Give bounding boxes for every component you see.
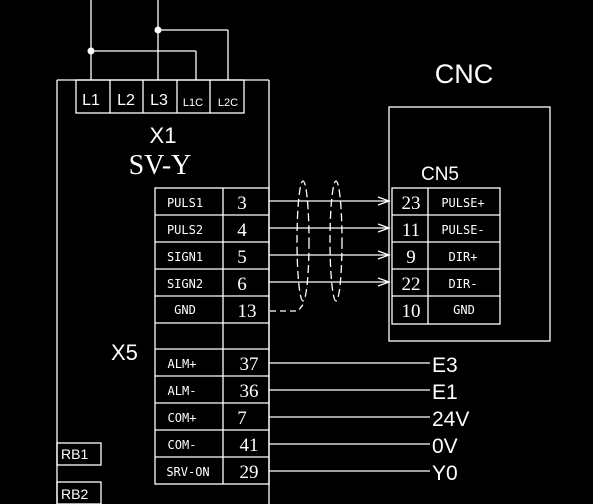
dest-0v: 0V [432,435,458,458]
x5-label-gnd: GND [174,303,196,317]
cn5-pin-22: 22 [402,274,421,295]
terminal-l2c: L2C [218,97,238,109]
x5-pin-5: 5 [237,247,247,268]
cn5-pin-11: 11 [402,220,420,241]
signal-wires [269,196,391,312]
x5-pin-7: 7 [237,408,247,429]
terminal-rb2: RB2 [61,486,88,502]
dest-24v: 24V [432,408,469,431]
dest-e1: E1 [432,381,458,404]
x5-label-com-minus: COM- [168,438,197,452]
dest-e3: E3 [432,354,458,377]
x5-pin-36: 36 [240,381,259,402]
cn5-pin-9: 9 [406,247,416,268]
terminal-l1: L1 [82,92,100,109]
cn5-label-gnd: GND [453,303,475,317]
cn5-pin-23: 23 [402,193,421,214]
x5-terminal-block: PULS1 3 PULS2 4 SIGN1 5 SIGN2 6 GND 13 A… [154,187,270,485]
x5-pin-37: 37 [240,354,259,375]
dest-y0: Y0 [432,462,458,485]
connector-x1-label: X1 [150,123,177,148]
cn5-label-pulse-minus: PULSE- [441,223,484,237]
x5-label-sign1: SIGN1 [167,250,203,264]
supply-lines [87,0,229,80]
x5-label-alm-minus: ALM- [168,384,197,398]
cnc-controller: CNC CN5 23 PULSE+ 11 PULSE- 9 DIR+ 22 DI… [388,59,551,342]
io-wires: E3 E1 24V 0V Y0 [269,354,469,485]
terminal-rb1: RB1 [61,446,88,462]
terminal-l2: L2 [117,92,135,109]
x5-pin-4: 4 [237,220,247,241]
connector-x5-label: X5 [111,340,138,365]
power-terminal-block: L1 L2 L3 L1C L2C [75,79,245,114]
cn5-label: CN5 [421,164,459,185]
x5-pin-3: 3 [237,193,247,214]
x5-label-srv-on: SRV-ON [166,465,209,479]
x5-label-puls1: PULS1 [167,196,203,210]
shield-markers [296,180,343,302]
x5-label-alm-plus: ALM+ [168,357,197,371]
drive-model-label: SV-Y [129,150,192,181]
cn5-label-dir-plus: DIR+ [449,250,478,264]
x5-pin-29: 29 [240,462,259,483]
x5-pin-41: 41 [240,435,259,456]
x5-pin-13: 13 [238,301,257,322]
x5-label-puls2: PULS2 [167,223,203,237]
cnc-title: CNC [435,59,494,89]
x5-label-sign2: SIGN2 [167,277,203,291]
cn5-pin-10: 10 [402,301,421,322]
terminal-l1c: L1C [183,97,203,109]
x5-label-com-plus: COM+ [168,411,197,425]
cn5-label-pulse-plus: PULSE+ [441,196,484,210]
cn5-label-dir-minus: DIR- [449,277,478,291]
x5-pin-6: 6 [237,274,247,295]
relay-terminals: RB1 RB2 [56,442,102,504]
terminal-l3: L3 [150,92,168,109]
